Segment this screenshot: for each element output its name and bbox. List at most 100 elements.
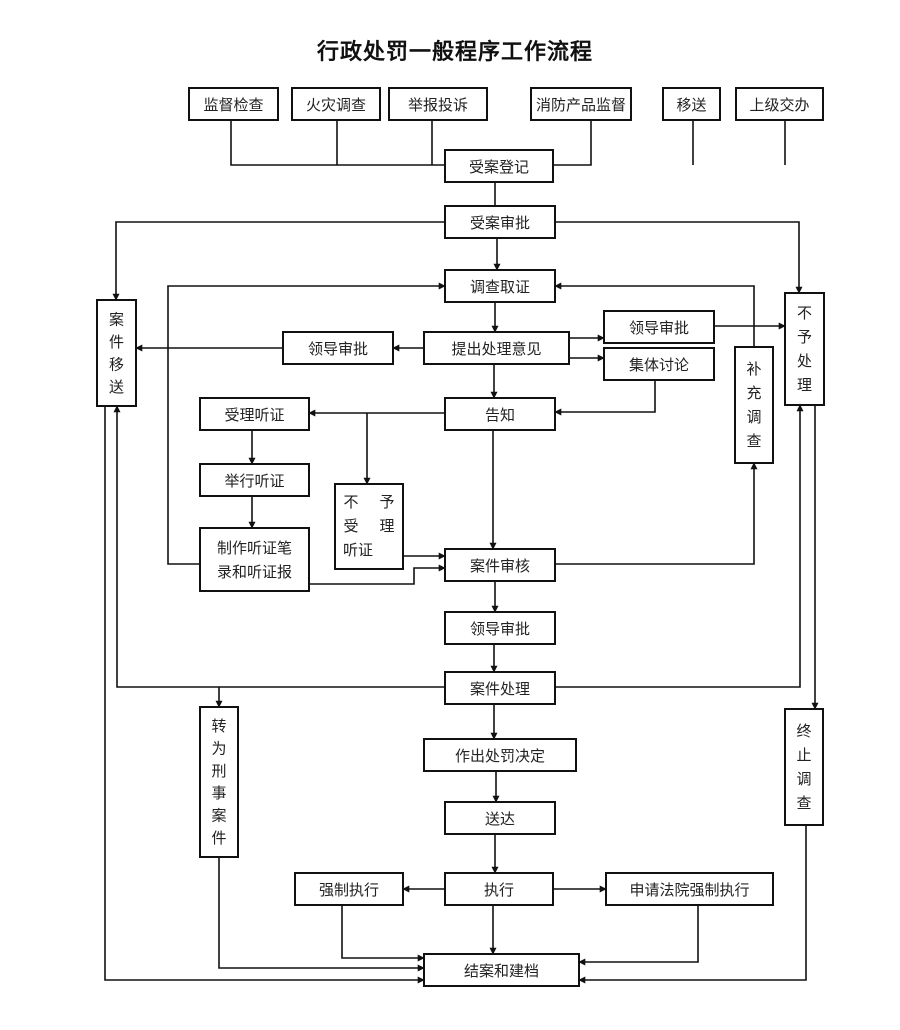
- node-label: 监督检查: [203, 96, 263, 114]
- node-hold-hearing: 举行听证: [199, 463, 310, 497]
- node-box: [530, 87, 632, 121]
- edge-collective-discuss-to-notify: [554, 380, 656, 416]
- node-label: 领导审批: [308, 340, 368, 358]
- node-label: 举行听证: [224, 472, 284, 490]
- node-box: [423, 953, 580, 987]
- node-enforce: 强制执行: [294, 872, 404, 906]
- node-label: 调查取证: [470, 278, 530, 296]
- node-box: [96, 299, 137, 407]
- node-box: [735, 87, 824, 121]
- node-label: 强制执行: [319, 881, 379, 899]
- node-box: [603, 347, 715, 381]
- node-label: 集体讨论: [629, 356, 689, 374]
- node-box: [444, 397, 556, 431]
- node-label: 执行: [484, 881, 514, 899]
- node-deliver: 送达: [444, 801, 556, 835]
- node-label: 领导审批: [629, 319, 689, 337]
- node-box: [199, 463, 310, 497]
- node-label: 制作听证笔: [217, 539, 292, 557]
- node-box: [423, 738, 577, 772]
- node-box: [294, 872, 404, 906]
- node-label: 消防产品监督: [536, 96, 626, 114]
- edge-terminate-to-close-archive: [578, 825, 807, 984]
- node-label: 件: [109, 333, 124, 351]
- node-source-transfer: 移送: [662, 87, 721, 121]
- node-label: 送达: [485, 810, 515, 828]
- edge-case-transfer-to-close-archive: [104, 406, 425, 984]
- edge-hearing-record-to-investigate: [167, 282, 446, 565]
- node-notify: 告知: [444, 397, 556, 431]
- node-register: 受案登记: [444, 149, 554, 183]
- node-decision: 作出处罚决定: [423, 738, 577, 772]
- node-label: 告知: [485, 406, 515, 424]
- node-box: [444, 548, 556, 582]
- diagram-title: 行政处罚一般程序工作流程: [316, 39, 593, 65]
- edge-handle-to-case-transfer: [113, 405, 445, 688]
- edge-review-to-supplement: [555, 462, 758, 565]
- node-label: 受理听证: [224, 406, 284, 424]
- node-label: 上级交办: [749, 96, 809, 114]
- node-label: 止: [796, 746, 811, 764]
- node-label: 案件审核: [470, 557, 530, 575]
- edge-hearing-record-to-review: [309, 564, 446, 585]
- edge-source-product-to-register: [553, 120, 592, 166]
- node-label: 案件处理: [470, 680, 530, 698]
- node-review: 案件审核: [444, 548, 556, 582]
- node-box: [444, 269, 556, 303]
- node-label: 受: [343, 517, 358, 535]
- edge-criminal-to-close-archive: [218, 857, 425, 972]
- node-court-enforce: 申请法院强制执行: [605, 872, 774, 906]
- edge-approve-case-to-no-action: [555, 221, 803, 294]
- node-box: [605, 872, 774, 906]
- node-label: 举报投诉: [408, 96, 468, 114]
- node-accept-hearing: 受理听证: [199, 397, 310, 431]
- node-box: [603, 310, 715, 344]
- node-label: 件: [211, 829, 226, 847]
- node-label: 调: [796, 770, 811, 788]
- node-box: [291, 87, 381, 121]
- node-source-fire: 火灾调查: [291, 87, 381, 121]
- node-label: 案: [109, 310, 124, 328]
- node-box: [423, 331, 570, 365]
- node-box: [444, 872, 554, 906]
- edge-supplement-to-investigate: [554, 282, 755, 347]
- edge-source-supervision-to-register: [230, 120, 445, 166]
- node-label: 不: [797, 304, 812, 322]
- node-label: 刑: [211, 762, 226, 780]
- node-label: 结案和建档: [464, 962, 539, 980]
- node-label: 受案审批: [470, 214, 530, 232]
- node-label: 领导审批: [470, 620, 530, 638]
- node-label: 充: [746, 384, 761, 402]
- node-box: [188, 87, 279, 121]
- node-source-product: 消防产品监督: [530, 87, 632, 121]
- node-box: [784, 708, 824, 826]
- node-label: 申请法院强制执行: [629, 881, 749, 899]
- node-label: 作出处罚决定: [455, 747, 545, 765]
- node-label: 提出处理意见: [451, 340, 541, 358]
- node-label: 理: [797, 376, 812, 394]
- edge-handle-to-no-action: [555, 404, 804, 688]
- node-box: [444, 671, 556, 705]
- edge-enforce-to-close-archive: [341, 905, 425, 962]
- node-box: [734, 346, 774, 464]
- node-label: 理: [379, 517, 394, 535]
- node-label: 处: [797, 352, 812, 370]
- node-label: 移: [109, 355, 124, 373]
- node-label: 调: [746, 408, 761, 426]
- node-source-supervision: 监督检查: [188, 87, 279, 121]
- node-execute: 执行: [444, 872, 554, 906]
- node-box: [282, 331, 394, 365]
- node-label: 案: [211, 807, 226, 825]
- node-label: 转: [211, 717, 226, 735]
- node-box: [444, 801, 556, 835]
- node-leader-approve-right: 领导审批: [603, 310, 715, 344]
- node-label: 受案登记: [469, 158, 529, 176]
- node-box: [388, 87, 488, 121]
- node-approve-case: 受案审批: [444, 205, 556, 239]
